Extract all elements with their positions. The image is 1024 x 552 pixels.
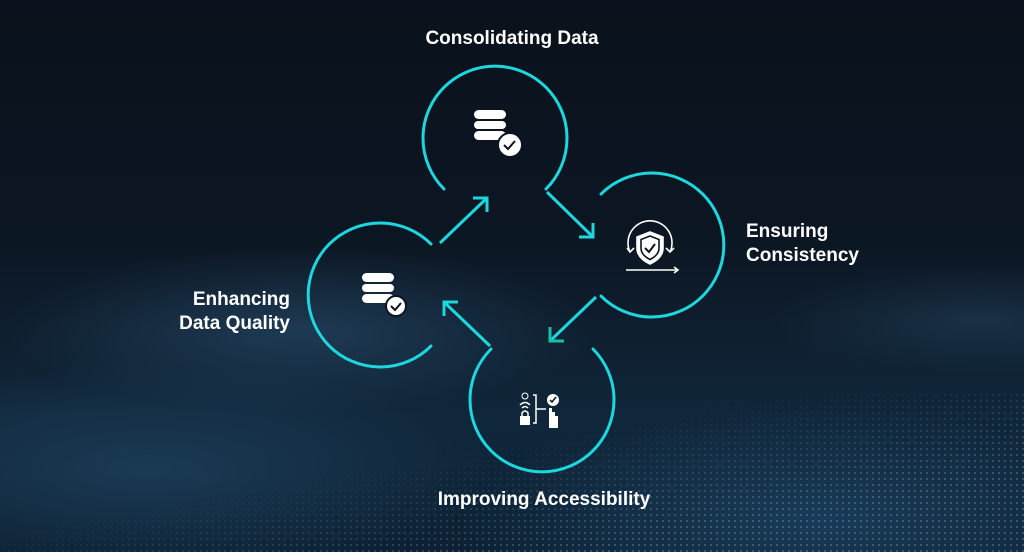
label-line: Ensuring (746, 221, 829, 242)
label-line: Consistency (746, 245, 859, 266)
label-line: Data Quality (179, 313, 290, 334)
label-improving-accessibility: Improving Accessibility (437, 489, 651, 510)
circle-consistency (599, 171, 726, 319)
label-ensuring-consistency: Ensuring Consistency (746, 220, 859, 268)
circle-accessibility (468, 347, 616, 474)
label-line: Enhancing (192, 289, 290, 310)
circle-consolidating (421, 64, 569, 191)
arrow-to-accessibility (548, 295, 598, 343)
shield-cycle-icon (626, 220, 680, 274)
access-control-icon (519, 392, 559, 428)
label-consolidating-data: Consolidating Data (425, 28, 599, 49)
background-dot-wave (0, 392, 1024, 552)
database-check-icon (474, 110, 523, 158)
label-enhancing-data-quality: Enhancing Data Quality (90, 288, 290, 336)
arrow-to-consolidating (438, 196, 489, 245)
arrow-to-enhancing (442, 300, 492, 348)
circle-enhancing (306, 221, 433, 369)
arrow-to-consistency (545, 190, 595, 239)
database-check-icon (362, 273, 407, 317)
